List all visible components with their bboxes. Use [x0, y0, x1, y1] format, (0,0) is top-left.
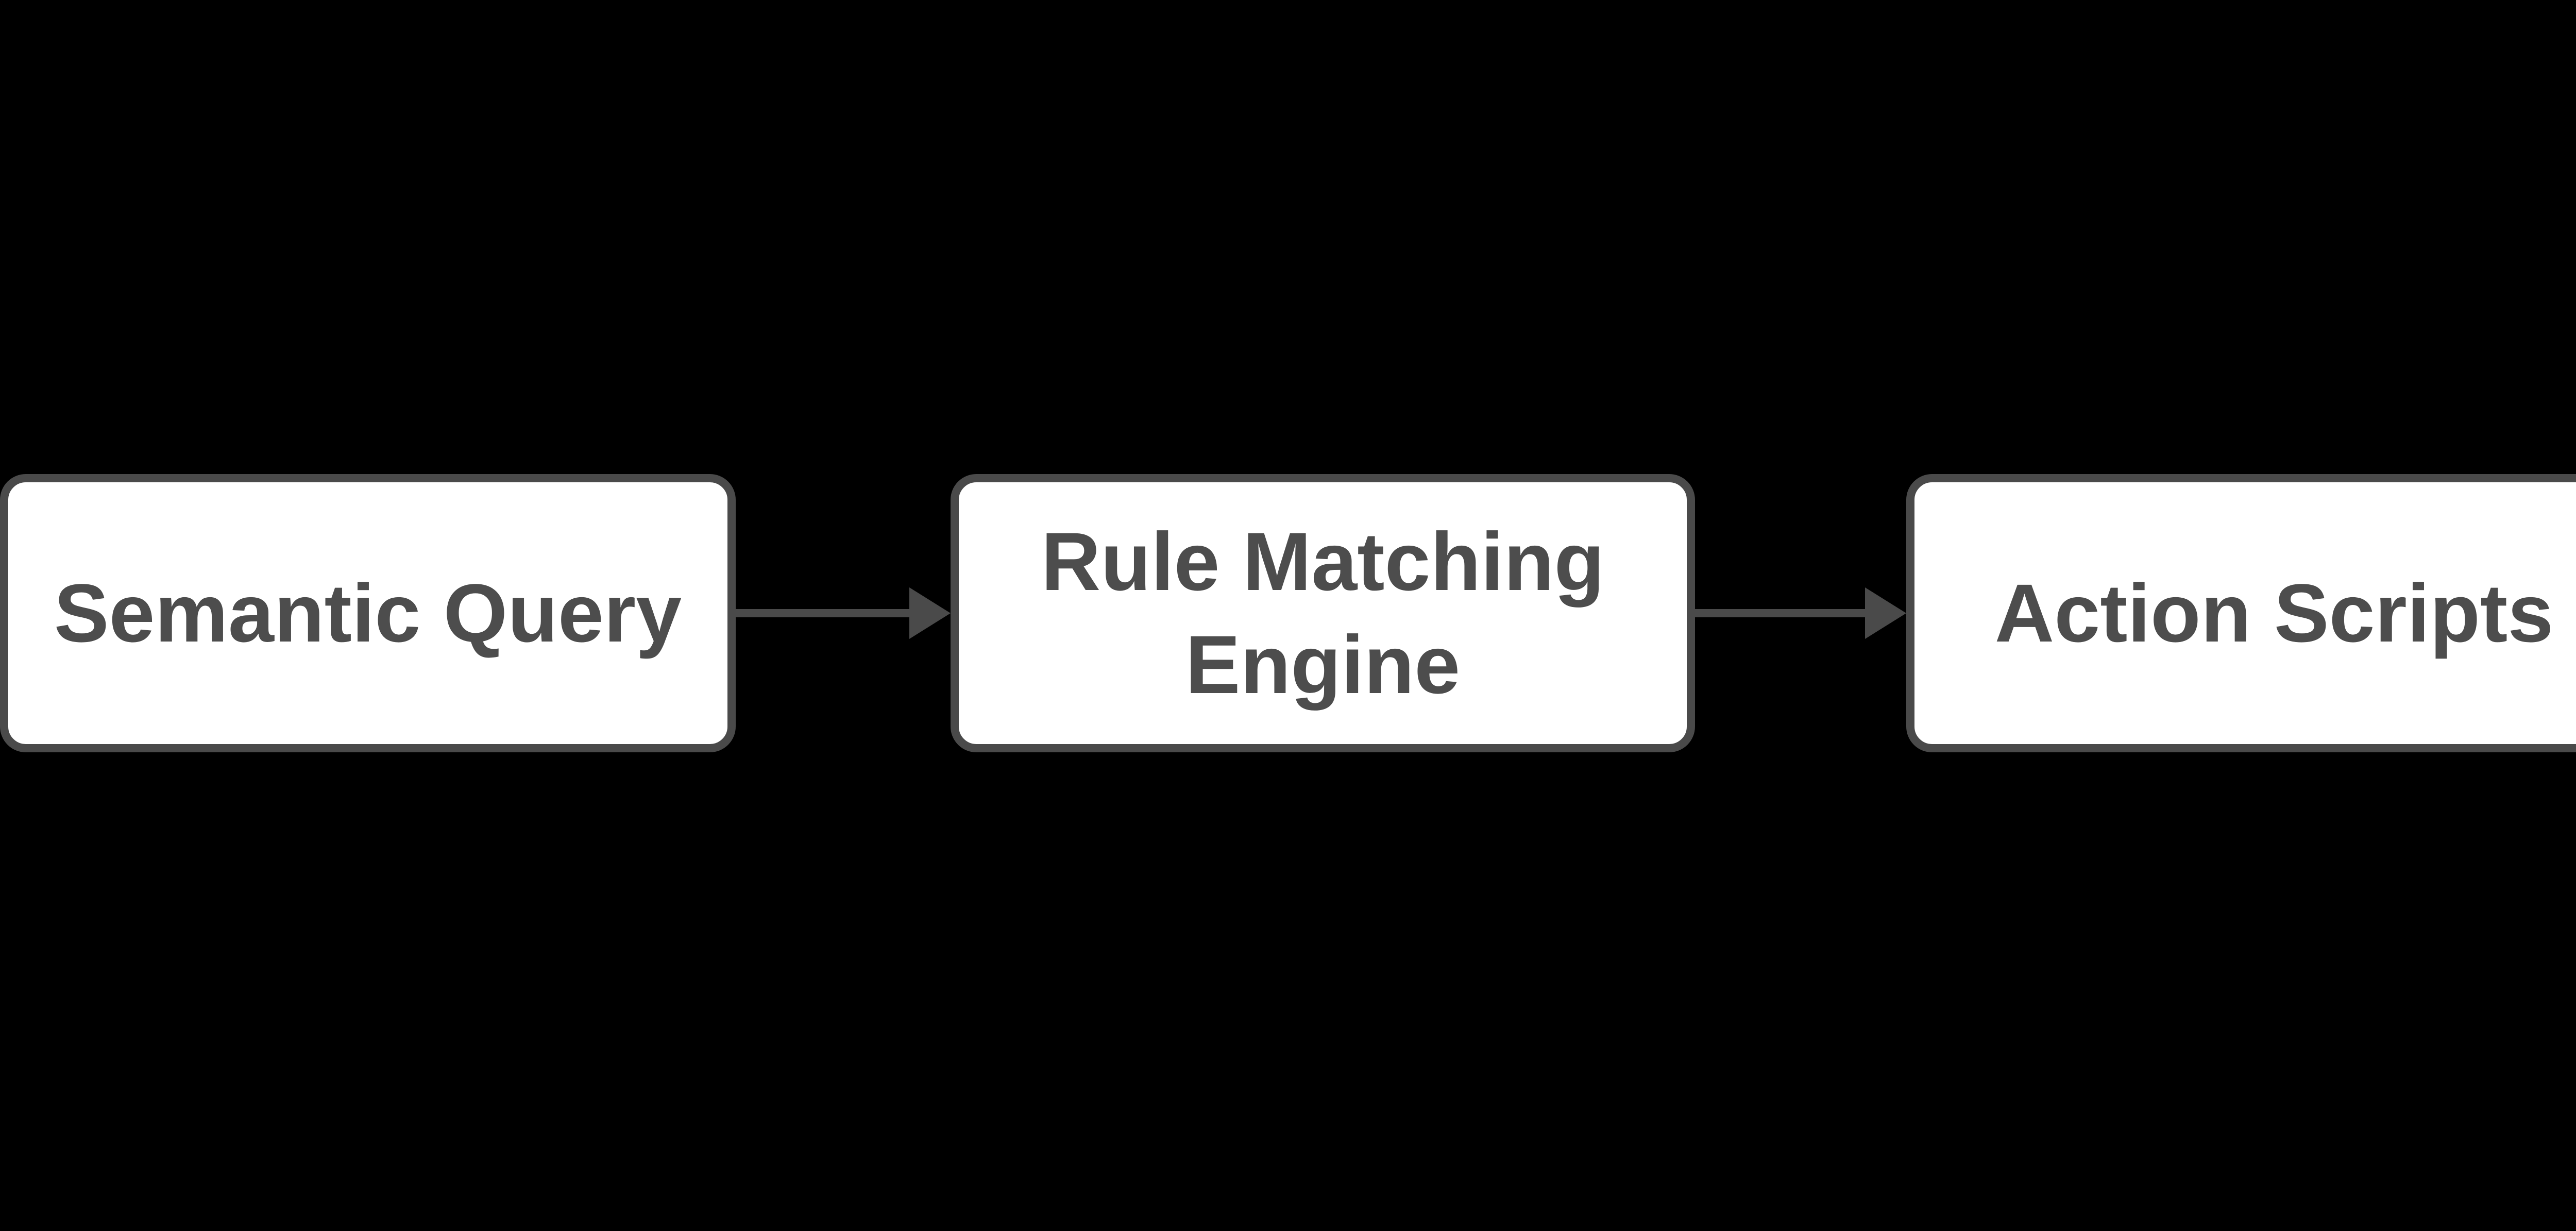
node-action-scripts: Action Scripts	[1906, 474, 2576, 752]
node-action-scripts-label: Action Scripts	[1994, 567, 2554, 659]
edge-rule-matching-to-action-scripts-line	[1695, 609, 1865, 617]
arrowhead-right-icon	[1865, 587, 1906, 639]
node-rule-matching-engine: Rule Matching Engine	[951, 474, 1695, 752]
edge-semantic-query-to-rule-matching-line	[736, 609, 909, 617]
node-semantic-query: Semantic Query	[0, 474, 736, 752]
node-semantic-query-label: Semantic Query	[54, 567, 682, 659]
node-rule-matching-engine-label: Rule Matching Engine	[1041, 515, 1605, 711]
arrowhead-right-icon	[909, 587, 951, 639]
